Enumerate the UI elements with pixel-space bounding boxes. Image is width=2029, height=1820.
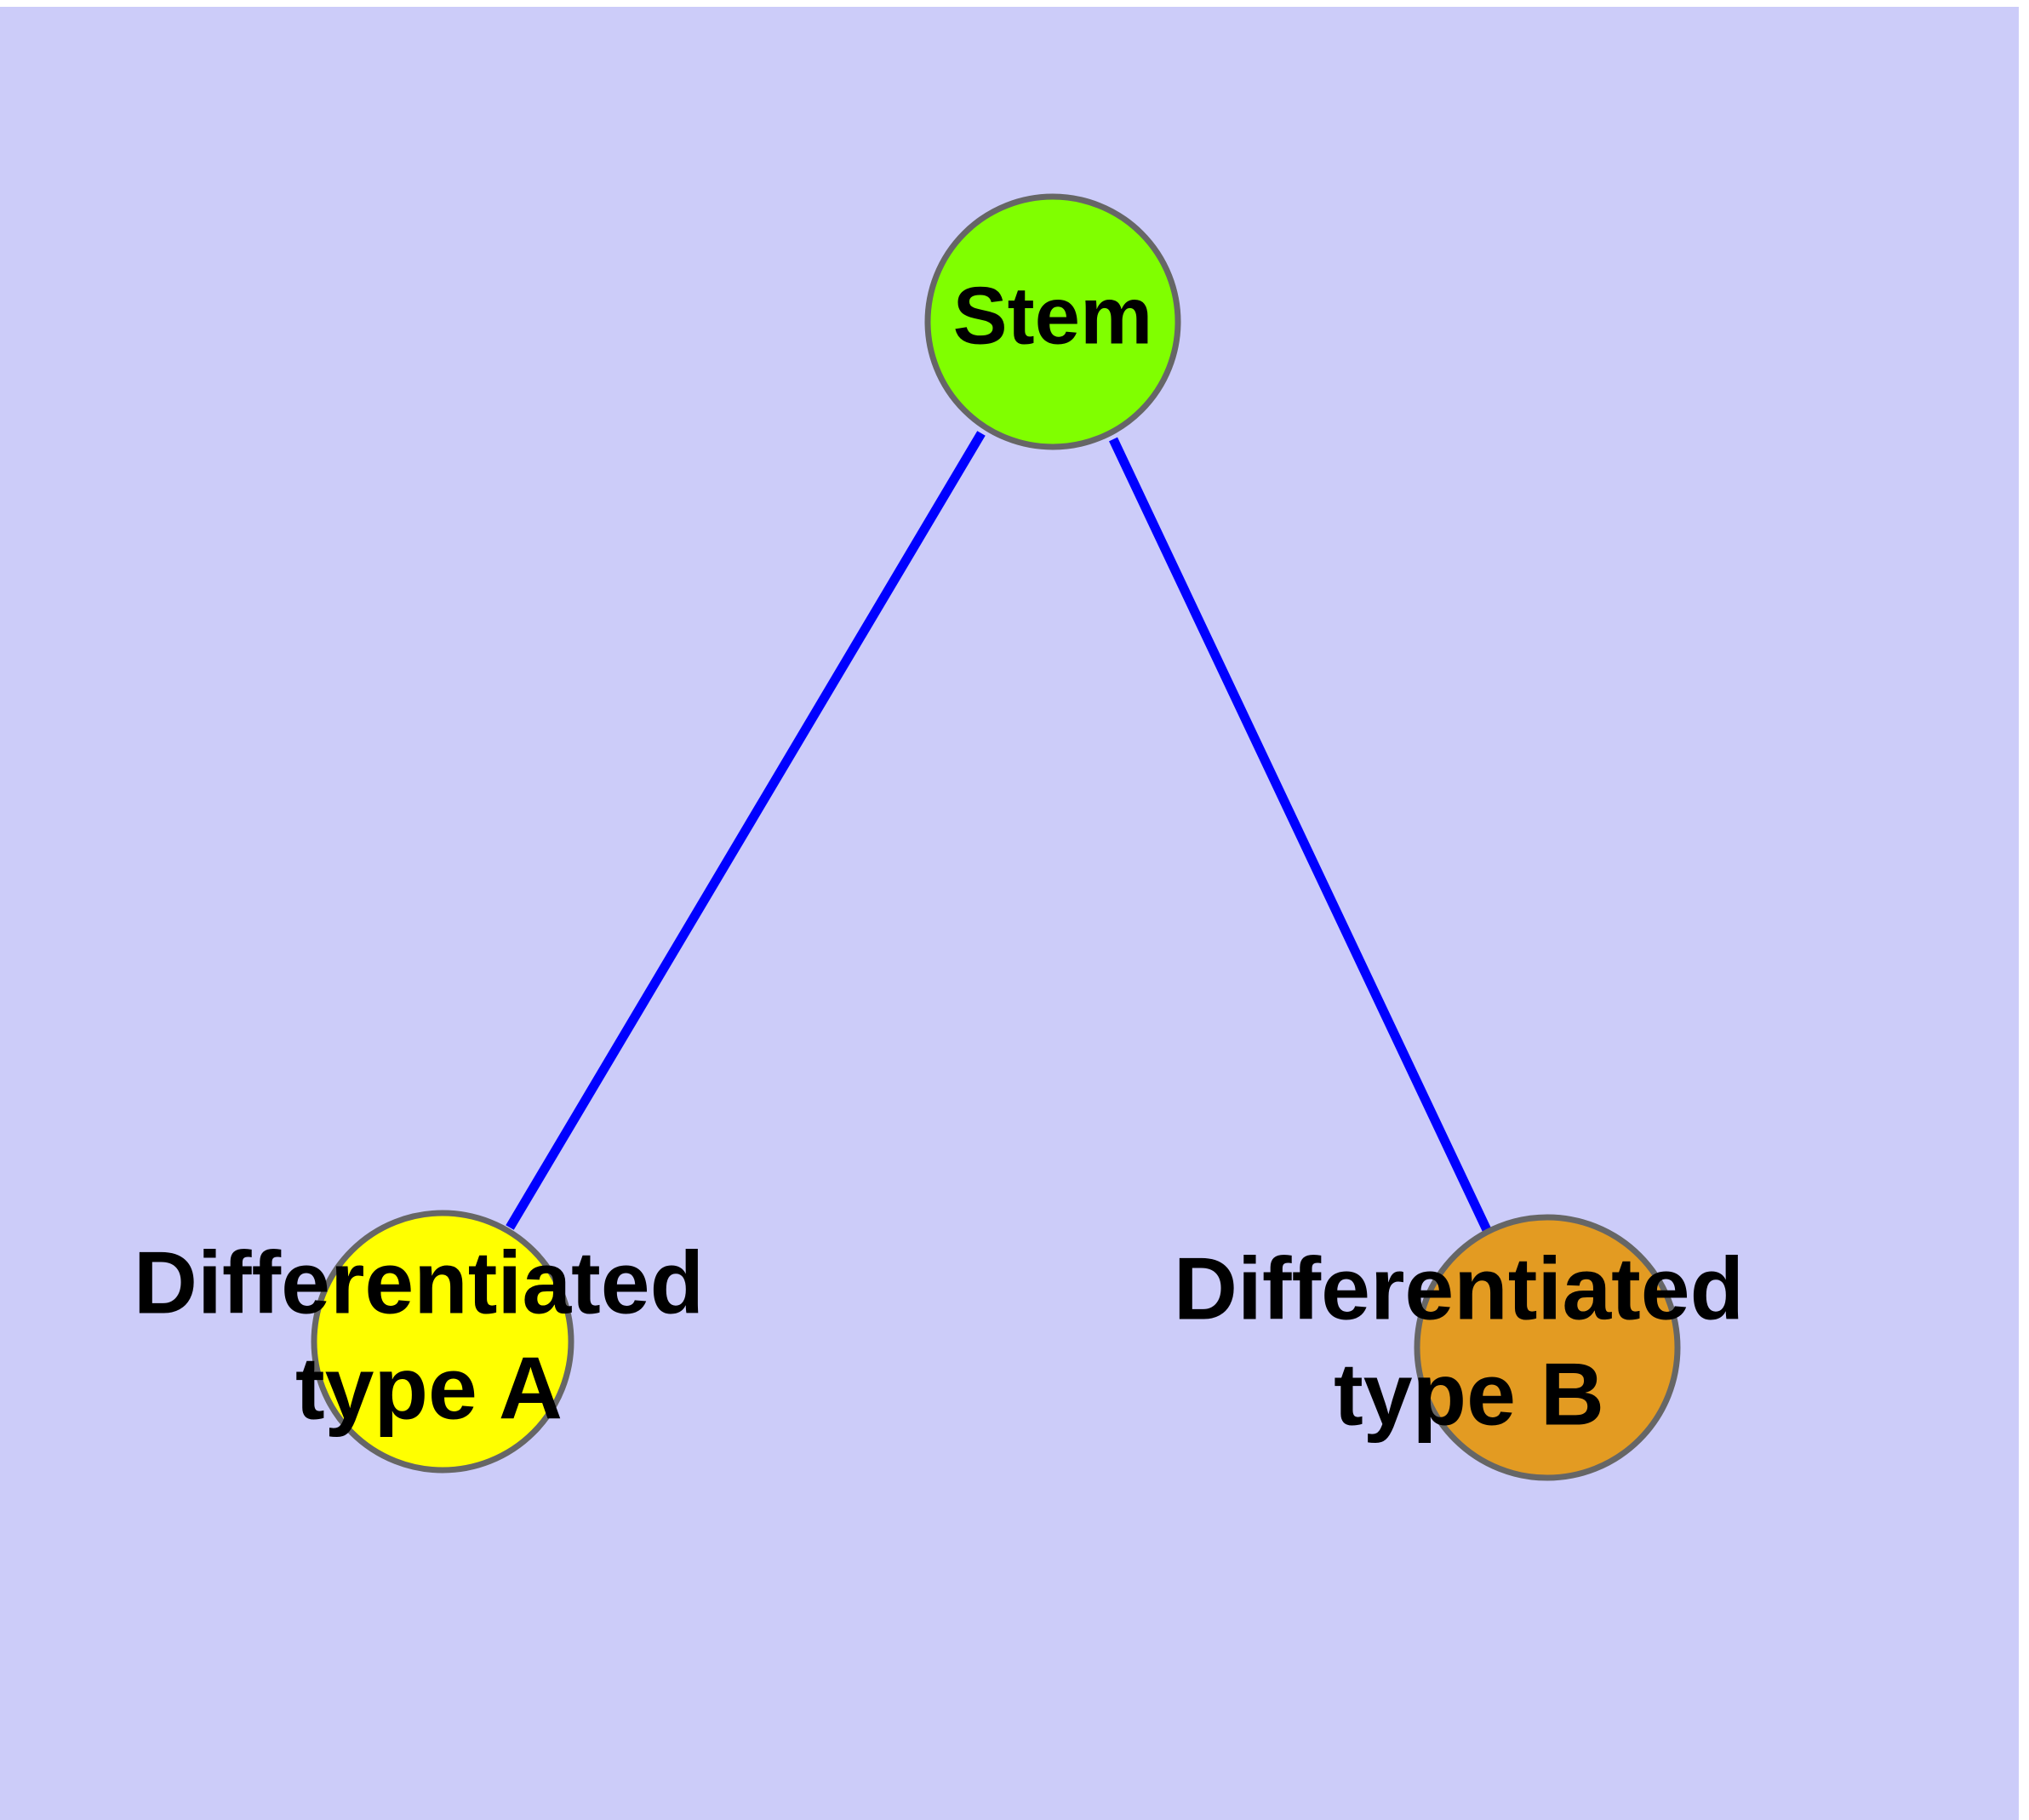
node-stem[interactable]: Stem [924, 193, 1181, 450]
node-stem-label: Stem [953, 270, 1153, 361]
node-differentiated-type-b-circle[interactable] [1414, 1214, 1681, 1481]
node-differentiated-type-a-label-line1: Differentiated [134, 1233, 704, 1332]
node-differentiated-type-a[interactable]: Differentiated type A [134, 1210, 704, 1474]
node-stem-circle[interactable] [924, 193, 1181, 450]
node-differentiated-type-b-label-line2: type B [1334, 1345, 1604, 1444]
edge-layer [506, 431, 1492, 1234]
node-differentiated-type-b-label-line1: Differentiated [1174, 1239, 1744, 1338]
node-differentiated-type-a-circle[interactable] [311, 1210, 574, 1474]
graph-svg: Stem Differentiated type A Differentiate… [134, 193, 1744, 1481]
edge-stem-to-differentiated-type-a[interactable] [506, 431, 986, 1230]
node-differentiated-type-a-label-line2: type A [295, 1339, 563, 1438]
node-differentiated-type-b[interactable]: Differentiated type B [1174, 1214, 1744, 1481]
diagram-plot-area: Stem Differentiated type A Differentiate… [0, 7, 2019, 1820]
edge-stem-to-differentiated-type-b[interactable] [1109, 437, 1492, 1234]
